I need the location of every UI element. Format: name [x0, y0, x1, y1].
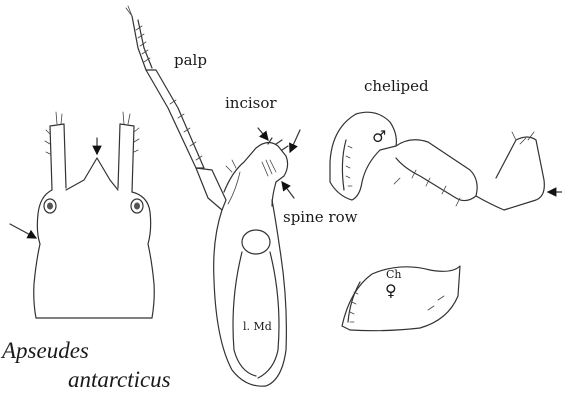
incisor-label: incisor — [225, 94, 277, 112]
male-cheliped-drawing — [330, 112, 562, 210]
mandible-drawing — [126, 6, 300, 386]
species-epithet: antarcticus — [68, 367, 171, 392]
cheliped-label: cheliped — [364, 77, 429, 95]
spine-row-label: spine row — [283, 208, 358, 226]
female-symbol: ♀ — [385, 281, 397, 300]
chela-label: Ch — [386, 268, 402, 281]
male-symbol: ♂ — [372, 127, 386, 146]
palp-label: palp — [174, 51, 207, 69]
carapace-drawing — [10, 112, 154, 318]
left-mandible-label: l. Md — [243, 320, 272, 333]
species-genus: Apseudes — [0, 338, 89, 363]
